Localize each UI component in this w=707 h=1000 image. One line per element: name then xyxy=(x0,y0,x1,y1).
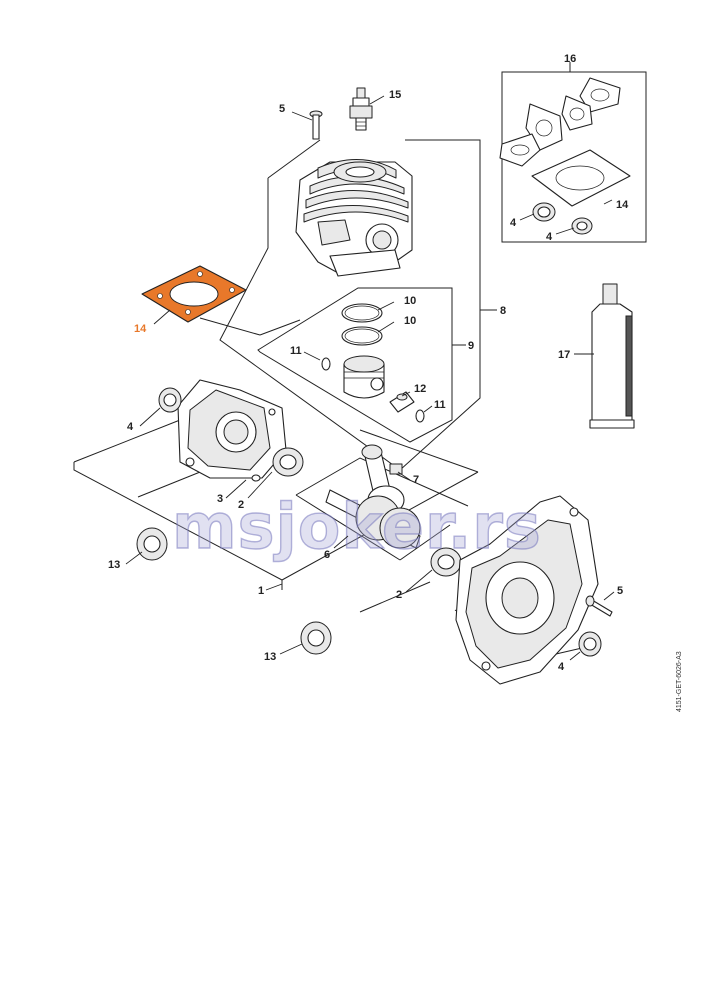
oil-seal-right xyxy=(578,631,602,657)
bearing-left xyxy=(272,447,304,477)
callout-8-cylinder-assembly[interactable]: 8 xyxy=(500,305,506,317)
needle-cage-part xyxy=(389,463,403,475)
leader-lines xyxy=(125,64,615,661)
dowel-pin-part xyxy=(251,474,261,482)
callout-3-dowel[interactable]: 3 xyxy=(217,493,223,505)
document-number: 4151-GET-6026-A3 xyxy=(676,651,683,712)
grease-tube-part xyxy=(589,283,635,429)
callout-14-cylinder-gasket-highlighted[interactable]: 14 xyxy=(134,323,147,335)
crankcase-right-part xyxy=(455,495,599,685)
callout-15-spark-plug[interactable]: 15 xyxy=(389,89,401,101)
watermark-text: msjoker.rs xyxy=(172,490,542,563)
callout-4-oil-seal-right[interactable]: 4 xyxy=(558,661,565,673)
callout-11-circlip-right[interactable]: 11 xyxy=(434,399,446,411)
cylinder-part xyxy=(295,159,413,277)
callout-12-piston-pin[interactable]: 12 xyxy=(414,383,426,395)
circlip-parts xyxy=(321,357,425,423)
callout-10-ring-bottom[interactable]: 10 xyxy=(404,315,416,327)
cylinder-gasket-highlighted[interactable] xyxy=(141,265,247,323)
callout-2-bearing-left[interactable]: 2 xyxy=(238,499,244,511)
piston-pin-part xyxy=(389,391,415,413)
callout-13-bearing-top[interactable]: 13 xyxy=(108,559,120,571)
bearing-right xyxy=(430,547,462,577)
callout-11-circlip-left[interactable]: 11 xyxy=(290,345,302,357)
screw-right-part xyxy=(585,595,613,617)
piston-part xyxy=(343,355,385,399)
callout-14-kit-gasket[interactable]: 14 xyxy=(616,199,629,211)
bearing-13-bottom xyxy=(300,621,332,655)
callouts: 5 15 16 4 4 14 8 9 14 10 10 11 12 11 17 … xyxy=(108,53,629,673)
callout-1-crankcase[interactable]: 1 xyxy=(258,585,264,597)
callout-13-bearing-bottom[interactable]: 13 xyxy=(264,651,276,663)
oil-seal-left-top xyxy=(158,387,182,413)
gasket-kit-parts xyxy=(499,77,631,235)
callout-5-screw[interactable]: 5 xyxy=(279,103,285,115)
callout-4-oil-seal-left[interactable]: 4 xyxy=(127,421,134,433)
spark-plug-part xyxy=(349,87,373,131)
callout-4-kit-seal[interactable]: 4 xyxy=(510,217,517,229)
callout-16-gasket-kit[interactable]: 16 xyxy=(564,53,576,65)
crankshaft-part xyxy=(325,444,421,549)
callout-9-piston-assembly[interactable]: 9 xyxy=(468,340,474,352)
callout-10-ring-top[interactable]: 10 xyxy=(404,295,416,307)
bearing-13-top xyxy=(136,527,168,561)
callout-7-needle-cage[interactable]: 7 xyxy=(413,474,419,486)
crankcase-left-part xyxy=(177,379,287,479)
callout-17-grease[interactable]: 17 xyxy=(558,349,570,361)
piston-rings-part xyxy=(341,303,383,346)
callout-2-bearing-right[interactable]: 2 xyxy=(396,589,402,601)
callout-6-crankshaft[interactable]: 6 xyxy=(324,549,330,561)
screw-top-part xyxy=(309,110,323,140)
callout-4-kit-seal-2[interactable]: 4 xyxy=(546,231,553,243)
callout-5-screw-right[interactable]: 5 xyxy=(617,585,623,597)
